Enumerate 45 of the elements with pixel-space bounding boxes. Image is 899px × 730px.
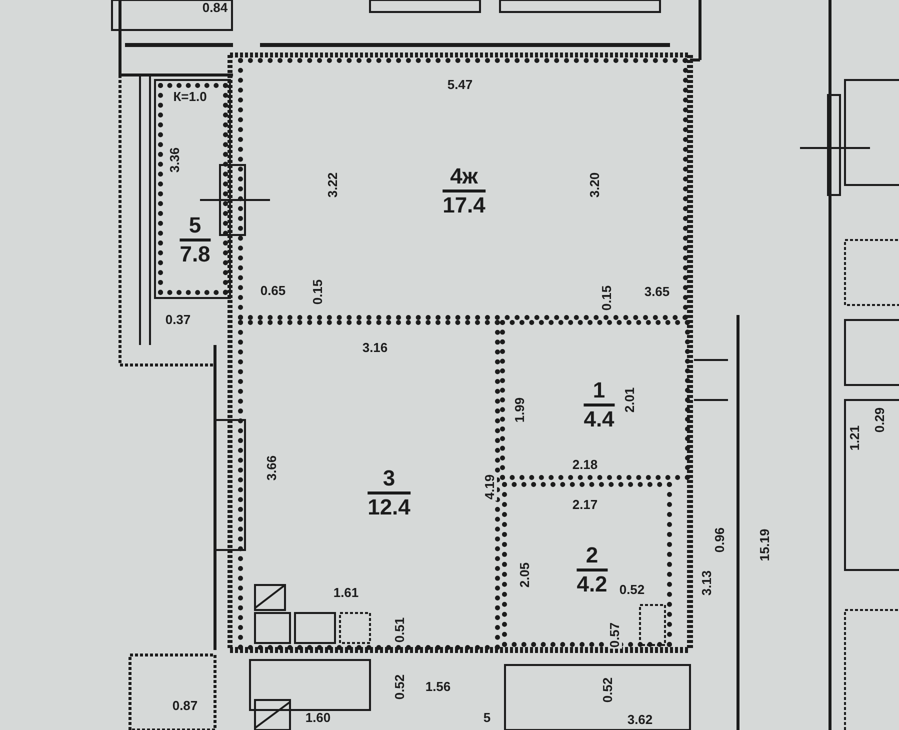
room-area: 7.8 (180, 242, 210, 268)
room-number: 1 (584, 378, 614, 406)
dimension-label: 3.13 (700, 569, 714, 597)
dimension-label: 0.52 (618, 583, 646, 597)
room-number: 3 (368, 466, 410, 494)
dimension-label: 3.20 (588, 171, 602, 199)
dimension-label: 1.61 (332, 586, 360, 600)
dimension-label: 0.87 (171, 699, 199, 713)
dimension-label: 3.36 (168, 146, 182, 174)
dimension-label: 1.56 (424, 680, 452, 694)
dimension-label: 1.60 (304, 711, 332, 725)
dimension-label: 2.01 (623, 386, 637, 414)
dimension-label: 0.52 (393, 673, 407, 701)
dimension-label: 0.57 (608, 621, 622, 649)
dimension-label: 0.65 (259, 284, 287, 298)
room-area: 4.2 (576, 572, 608, 598)
dimension-label: 0.84 (201, 1, 229, 15)
room-number: 5 (180, 212, 210, 242)
dimension-label: 5.47 (446, 78, 474, 92)
dimension-label: 3.62 (626, 713, 654, 727)
room-area: 12.4 (368, 494, 410, 520)
dimension-label: К=1.0 (172, 90, 208, 104)
room-area: 4.4 (584, 406, 614, 432)
room-area: 17.4 (442, 192, 486, 218)
dimension-label: 2.17 (571, 498, 599, 512)
dimension-label: 0.29 (873, 406, 887, 434)
dimension-label: 0.15 (311, 278, 325, 306)
dimension-label: 3.65 (643, 285, 671, 299)
dimension-label: 3.16 (361, 341, 389, 355)
dimension-label: 0.37 (164, 313, 192, 327)
dimension-label: 0.15 (600, 284, 614, 312)
dimension-label: 0.51 (393, 616, 407, 644)
dimension-label: 3.66 (265, 454, 279, 482)
dimension-label: 0.96 (713, 526, 727, 554)
dimension-label: 1.21 (848, 424, 862, 452)
dimension-label: 0.52 (601, 676, 615, 704)
dimension-label: 2.18 (571, 458, 599, 472)
dimension-label: 5 (482, 711, 492, 725)
room-number: 2 (576, 542, 608, 572)
room-number: 4ж (442, 164, 486, 192)
dimension-label: 1.99 (513, 396, 527, 424)
dimension-label: 2.05 (518, 561, 532, 589)
dimension-label: 15.19 (758, 528, 772, 562)
dimension-label: 4.19 (483, 473, 497, 501)
dimension-label: 3.22 (326, 171, 340, 199)
